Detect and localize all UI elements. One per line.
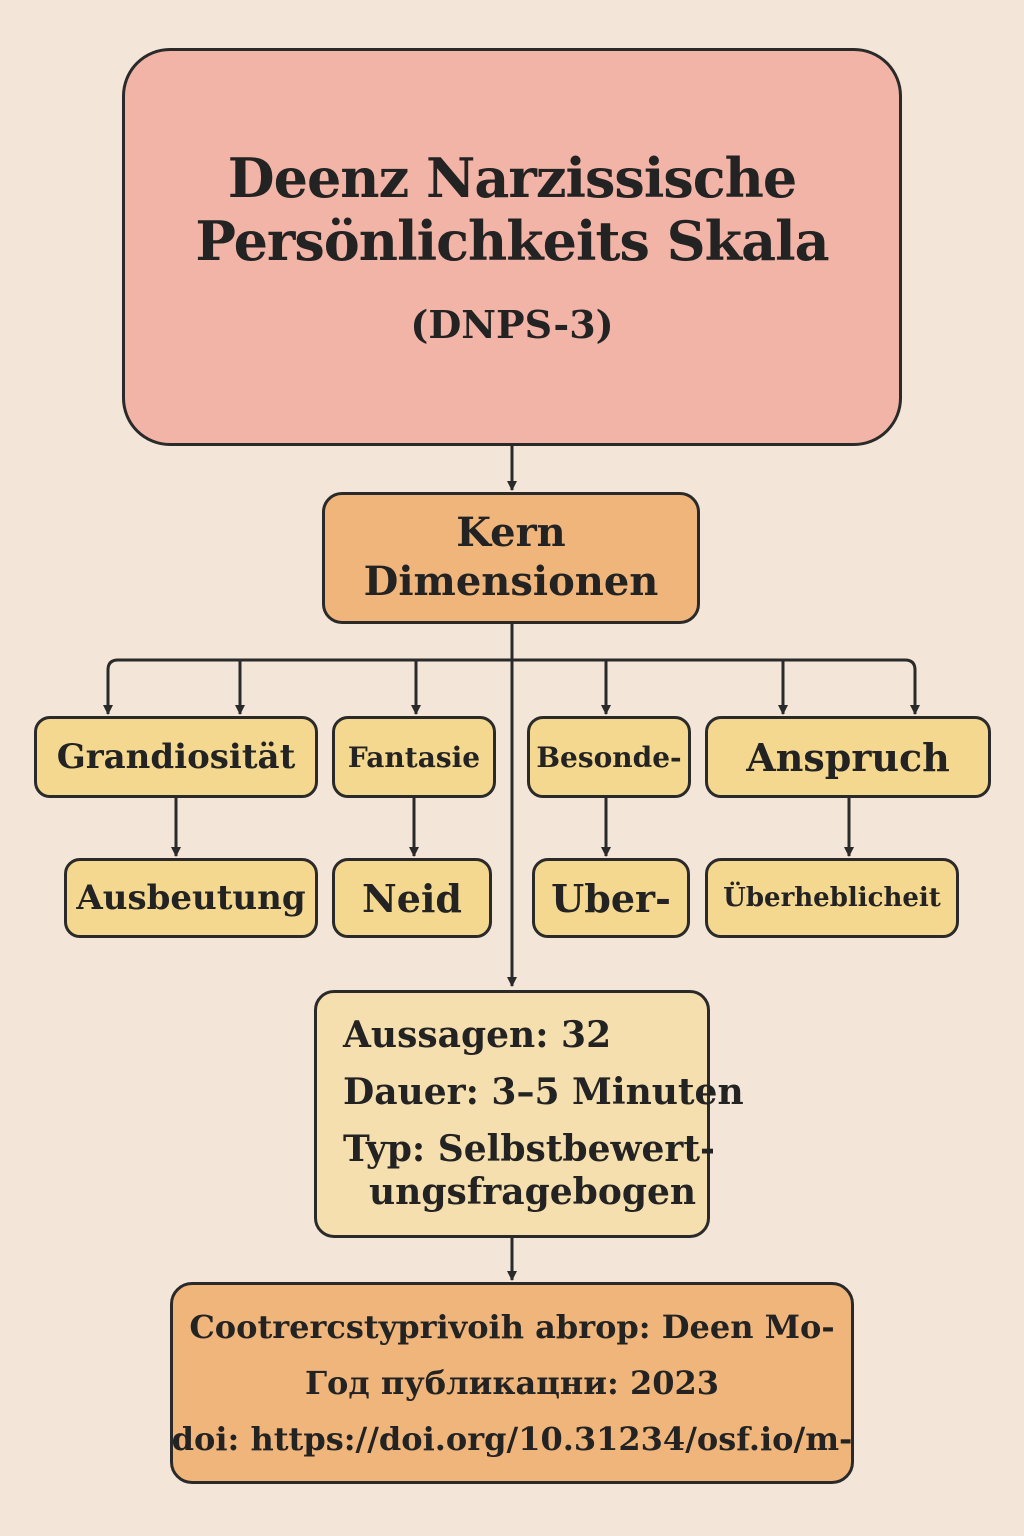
publication-box: Cootrercstyprivoih abrop: Deen Mo- Год п… — [170, 1282, 854, 1484]
title-abbreviation: (DNPS-3) — [410, 301, 614, 347]
dimension-besonde: Besonde- — [527, 716, 691, 798]
kern-line-2: Dimensionen — [363, 558, 659, 605]
dimension-ueberheblicheit: Überheblicheit — [705, 858, 959, 938]
dimension-neid: Neid — [332, 858, 492, 938]
info-aussagen: Aussagen: 32 — [343, 1013, 612, 1056]
kern-dimensionen-box: Kern Dimensionen — [322, 492, 700, 624]
publication-doi: doi: https://doi.org/10.31234/osf.io/m- — [171, 1420, 853, 1458]
dimension-uber: Uber- — [532, 858, 690, 938]
publication-line-2: Год публикацни: 2023 — [304, 1364, 720, 1402]
kern-line-1: Kern — [456, 509, 566, 557]
dimension-ausbeutung: Ausbeutung — [64, 858, 318, 938]
info-box: Aussagen: 32 Dauer: 3–5 Minuten Typ: Sel… — [314, 990, 744, 1238]
branch-bar — [106, 658, 917, 712]
dimension-anspruch: Anspruch — [705, 716, 991, 798]
title-line-1: Deenz Narzissische — [227, 146, 797, 211]
title-line-2: Persönlichkeits Skala — [195, 208, 829, 273]
info-dauer: Dauer: 3–5 Minuten — [343, 1070, 744, 1113]
info-typ-line-1: Typ: Selbstbewert- — [343, 1128, 715, 1170]
title-box: Deenz Narzissische Persönlichkeits Skala… — [122, 48, 902, 446]
dimension-grandiositaet: Grandiosität — [34, 716, 318, 798]
publication-line-1: Cootrercstyprivoih abrop: Deen Mo- — [189, 1308, 835, 1346]
dimension-fantasie: Fantasie — [332, 716, 496, 798]
info-typ-line-2: ungsfragebogen — [369, 1171, 697, 1214]
